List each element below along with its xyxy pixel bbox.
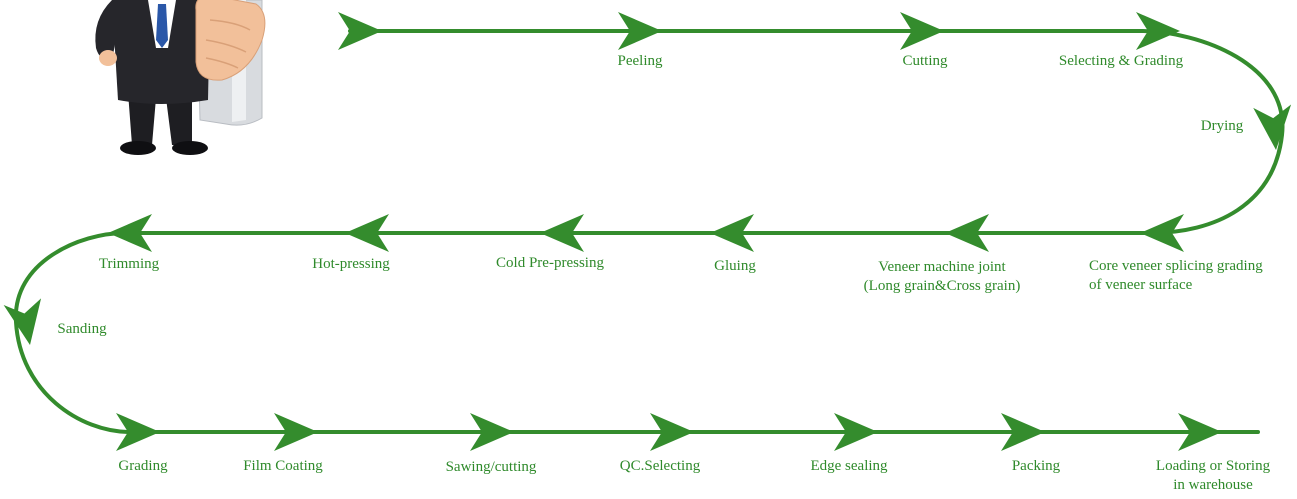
flow-arrowhead: [470, 413, 514, 451]
flow-arrowhead: [3, 298, 42, 345]
step-label: Gluing: [714, 258, 756, 274]
flow-arrowhead: [274, 413, 318, 451]
flow-arrowhead: [540, 214, 584, 252]
step-label: Sanding: [57, 321, 107, 337]
step-label: Selecting & Grading: [1058, 53, 1184, 69]
step-label: Peeling: [617, 53, 663, 69]
flow-arrowhead: [1140, 214, 1184, 252]
step-label: Trimming: [98, 256, 160, 272]
step-label: Film Coating: [243, 458, 323, 474]
flow-arrowhead: [900, 12, 944, 50]
step-label: Drying: [1200, 118, 1244, 134]
flow-arrowhead: [1001, 413, 1045, 451]
arrowhead-group: [3, 12, 1292, 451]
flow-arrowhead: [650, 413, 694, 451]
flow-arrowhead: [345, 214, 389, 252]
flow-arrowhead: [108, 214, 152, 252]
step-label: QC.Selecting: [619, 458, 701, 474]
flow-arrowhead: [338, 12, 382, 50]
flow-arrowhead: [945, 214, 989, 252]
step-label: Loading or Storing in warehouse: [1155, 458, 1271, 493]
flow-arrowhead: [116, 413, 160, 451]
step-label: Sawing/cutting: [445, 459, 537, 475]
step-label: Edge sealing: [810, 458, 888, 474]
step-label: Core veneer splicing grading of veneer s…: [1089, 258, 1263, 293]
flow-arrowhead: [710, 214, 754, 252]
step-label: Veneer machine joint (Long grain&Cross g…: [863, 259, 1021, 294]
step-label: Grading: [118, 458, 168, 474]
flow-arrowhead: [834, 413, 878, 451]
step-label: Hot-pressing: [312, 256, 390, 272]
flow-arrowhead: [1253, 104, 1292, 150]
businessman-holding-scroll-icon: [95, 0, 266, 155]
step-label: Cutting: [902, 53, 948, 69]
step-label: Packing: [1011, 458, 1061, 474]
flow-arrowhead: [618, 12, 662, 50]
flow-arrowhead: [1178, 413, 1222, 451]
step-label: Cold Pre-pressing: [496, 255, 604, 271]
flow-arrowhead: [1136, 12, 1180, 50]
